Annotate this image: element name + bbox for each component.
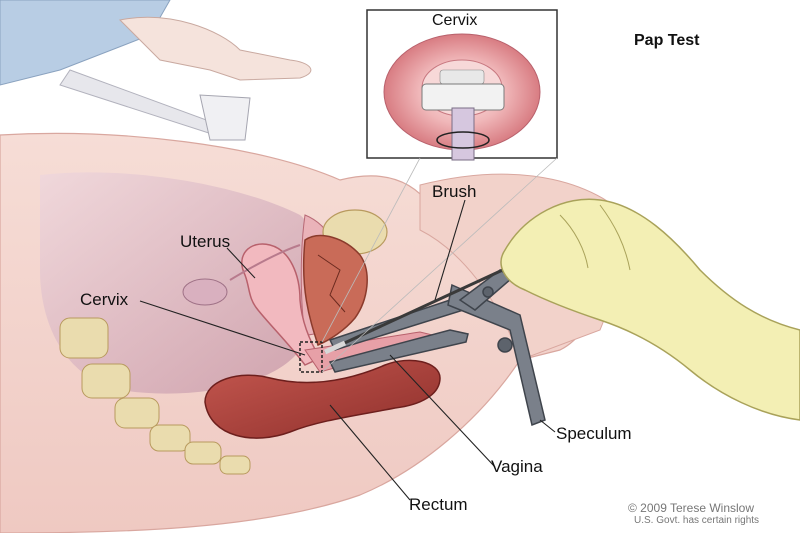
inset-cervix-label: Cervix — [432, 12, 478, 29]
pelvic-cavity — [40, 172, 319, 394]
brush-label: Brush — [432, 182, 477, 201]
ovary — [182, 278, 228, 306]
patient-legs-sketch — [0, 0, 312, 141]
brush-rod — [324, 260, 521, 354]
leader-lines — [139, 199, 556, 501]
vagina-label: Vagina — [491, 457, 543, 476]
cervix-focus-box — [299, 341, 323, 373]
cervix-inset — [366, 9, 558, 161]
rectum-organ — [204, 359, 441, 439]
spine — [59, 317, 251, 475]
rights-note: U.S. Govt. has certain rights — [634, 515, 760, 526]
uterus-label: Uterus — [180, 232, 231, 251]
posterior-organ — [302, 234, 368, 347]
gloved-hand — [500, 198, 800, 421]
copyright-credit: © 2009 Terese Winslow — [628, 501, 755, 515]
page-title: Pap Test — [634, 32, 700, 49]
rectum-label: Rectum — [409, 495, 468, 514]
cervix-label: Cervix — [80, 290, 129, 309]
speculum-label: Speculum — [556, 424, 632, 443]
speculum-instrument — [328, 269, 546, 427]
uterus-organ — [241, 243, 322, 366]
